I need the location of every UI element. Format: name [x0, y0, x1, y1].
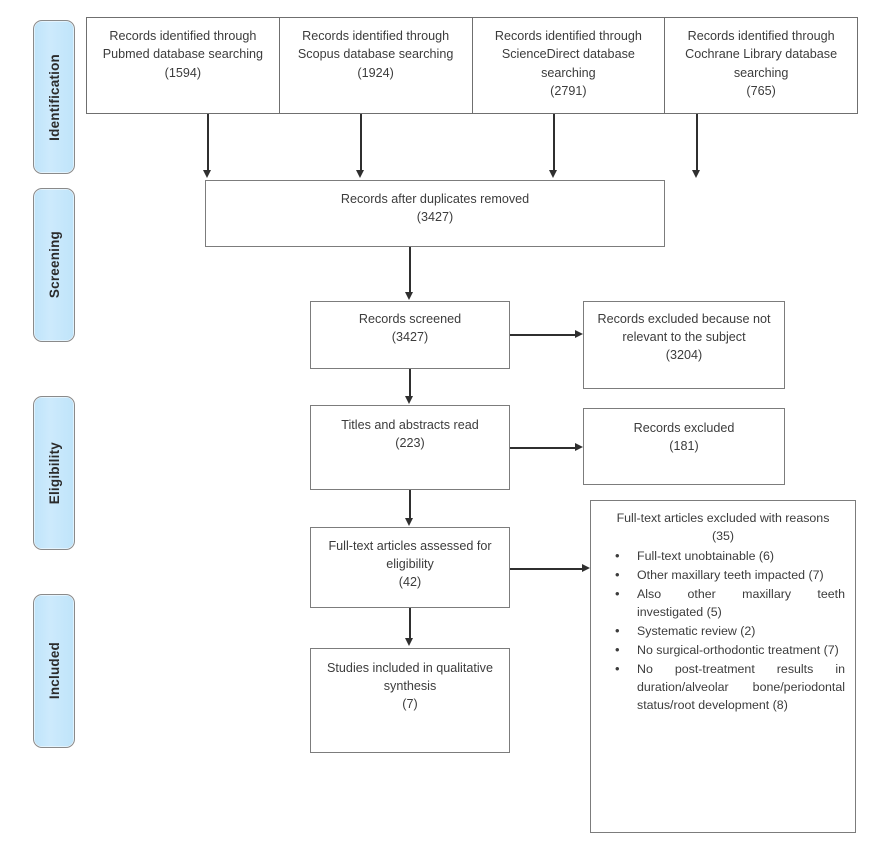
connector-screened-to-excluded: [510, 334, 577, 336]
arrowhead-screened-to-titles: [405, 396, 413, 404]
records-excluded-count: (181): [669, 438, 699, 453]
identification-box-pubmed-count: (1594): [164, 65, 202, 80]
connector-fulltext-to-included: [409, 608, 411, 640]
arrowhead-screened-to-excluded: [575, 330, 583, 338]
records-screened-text: Records screened: [358, 312, 462, 326]
stage-bar-eligibility: Eligibility: [33, 396, 75, 550]
stage-label-eligibility: Eligibility: [46, 441, 62, 505]
titles-abstracts-read-text: Titles and abstracts read: [341, 418, 479, 432]
fulltext-excluded-title: Full-text articles excluded with reasons…: [616, 511, 830, 543]
arrowhead-titles-to-fulltext: [405, 518, 413, 526]
arrowhead-cochrane-to-duplicates: [692, 170, 700, 178]
fulltext-excluded-reason-list: Full-text unobtainable (6) Other maxilla…: [601, 547, 845, 715]
connector-scopus-to-duplicates: [360, 114, 362, 172]
stage-bar-included: Included: [33, 594, 75, 748]
connector-screened-to-titles: [409, 369, 411, 398]
identification-row: Records identified through Pubmed databa…: [86, 17, 858, 114]
connector-sciencedirect-to-duplicates: [553, 114, 555, 172]
fulltext-assessed-count: (42): [398, 574, 422, 589]
stage-bar-identification: Identification: [33, 20, 75, 174]
studies-included-text: Studies included in qualitative synthesi…: [327, 661, 493, 693]
identification-box-sciencedirect-text: Records identified through ScienceDirect…: [494, 29, 642, 80]
reason-item: Full-text unobtainable (6): [601, 547, 845, 566]
titles-abstracts-read-count: (223): [395, 435, 425, 450]
identification-box-cochrane: Records identified through Cochrane Libr…: [665, 18, 857, 113]
titles-abstracts-read-box: Titles and abstracts read (223): [310, 405, 510, 490]
reason-item: Also other maxillary teeth investigated …: [601, 585, 845, 622]
records-excluded-box: Records excluded (181): [583, 408, 785, 485]
arrowhead-scopus-to-duplicates: [356, 170, 364, 178]
fulltext-assessed-box: Full-text articles assessed for eligibil…: [310, 527, 510, 608]
records-excluded-not-relevant-count: (3204): [665, 347, 703, 362]
duplicates-removed-count: (3427): [416, 209, 454, 224]
duplicates-removed-text: Records after duplicates removed: [340, 192, 530, 206]
records-excluded-not-relevant-text: Records excluded because not relevant to…: [597, 312, 771, 344]
arrowhead-fulltext-to-reasons: [582, 564, 590, 572]
records-screened-box: Records screened (3427): [310, 301, 510, 369]
duplicates-removed-box: Records after duplicates removed (3427): [205, 180, 665, 247]
identification-box-scopus-count: (1924): [357, 65, 394, 80]
identification-box-pubmed: Records identified through Pubmed databa…: [87, 18, 280, 113]
arrowhead-fulltext-to-included: [405, 638, 413, 646]
studies-included-count: (7): [402, 696, 418, 711]
studies-included-box: Studies included in qualitative synthesi…: [310, 648, 510, 753]
reason-item: Systematic review (2): [601, 622, 845, 641]
connector-fulltext-to-reasons: [510, 568, 584, 570]
arrowhead-duplicates-to-screened: [405, 292, 413, 300]
identification-box-sciencedirect: Records identified through ScienceDirect…: [473, 18, 666, 113]
stage-label-included: Included: [46, 642, 62, 700]
connector-titles-to-excluded: [510, 447, 577, 449]
records-excluded-not-relevant-box: Records excluded because not relevant to…: [583, 301, 785, 389]
stage-label-screening: Screening: [46, 231, 62, 299]
identification-box-pubmed-text: Records identified through Pubmed databa…: [102, 29, 264, 62]
identification-box-scopus-text: Records identified through Scopus databa…: [297, 29, 454, 62]
identification-box-sciencedirect-count: (2791): [550, 83, 587, 98]
reason-item: Other maxillary teeth impacted (7): [601, 566, 845, 585]
fulltext-assessed-text: Full-text articles assessed for eligibil…: [328, 539, 492, 571]
connector-cochrane-to-duplicates: [696, 114, 698, 172]
reason-item: No post-treatment results in duration/al…: [601, 660, 845, 715]
arrowhead-sciencedirect-to-duplicates: [549, 170, 557, 178]
arrowhead-pubmed-to-duplicates: [203, 170, 211, 178]
fulltext-excluded-reasons-box: Full-text articles excluded with reasons…: [590, 500, 856, 833]
identification-box-cochrane-text: Records identified through Cochrane Libr…: [685, 29, 838, 80]
records-excluded-text: Records excluded: [633, 421, 735, 435]
stage-label-identification: Identification: [46, 53, 62, 141]
reason-item: No surgical-orthodontic treatment (7): [601, 641, 845, 660]
connector-pubmed-to-duplicates: [207, 114, 209, 172]
stage-bar-screening: Screening: [33, 188, 75, 342]
arrowhead-titles-to-excluded: [575, 443, 583, 451]
identification-box-cochrane-count: (765): [746, 83, 776, 98]
connector-titles-to-fulltext: [409, 490, 411, 520]
records-screened-count: (3427): [391, 329, 429, 344]
connector-duplicates-to-screened: [409, 247, 411, 294]
identification-box-scopus: Records identified through Scopus databa…: [280, 18, 473, 113]
